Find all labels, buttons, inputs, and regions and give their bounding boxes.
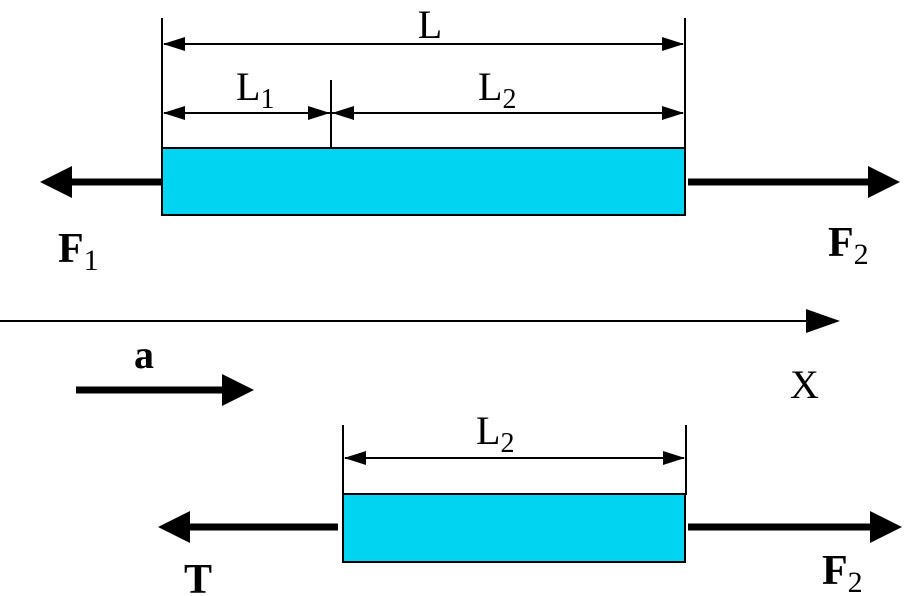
top-bar (161, 147, 686, 216)
label-force-f1: F1 (58, 226, 99, 277)
arrowhead-l2-left (332, 106, 354, 120)
label-length-l1: L1 (236, 64, 274, 115)
arrowhead-total-left (163, 37, 185, 51)
arrowhead-bottom-left (344, 451, 366, 465)
label-x-axis: X (790, 362, 819, 407)
label-force-f2-bottom: F2 (822, 548, 863, 596)
label-tension-t: T (184, 557, 212, 596)
label-acceleration: a (134, 332, 154, 377)
force-f1-arrow (40, 166, 162, 198)
label-length-total: L (418, 2, 442, 47)
bottom-dimensions: L2 (342, 408, 687, 495)
force-f2-arrow-bottom (688, 511, 902, 543)
x-axis-arrow (0, 309, 840, 333)
arrowhead-bottom-right (663, 451, 685, 465)
arrowhead-l1-left (163, 106, 185, 120)
force-f2-arrow-top (688, 166, 900, 198)
top-dimensions: L L1 L2 (161, 2, 686, 150)
arrowhead-total-right (662, 37, 684, 51)
arrowhead-l1-right (308, 106, 330, 120)
label-force-f2-top: F2 (828, 220, 869, 271)
label-length-l2: L2 (478, 64, 516, 115)
acceleration-arrow (76, 374, 254, 406)
label-length-bottom-l2: L2 (476, 408, 514, 459)
tension-t-arrow (158, 511, 338, 543)
bottom-bar (342, 493, 686, 563)
arrowhead-l2-right (662, 106, 684, 120)
